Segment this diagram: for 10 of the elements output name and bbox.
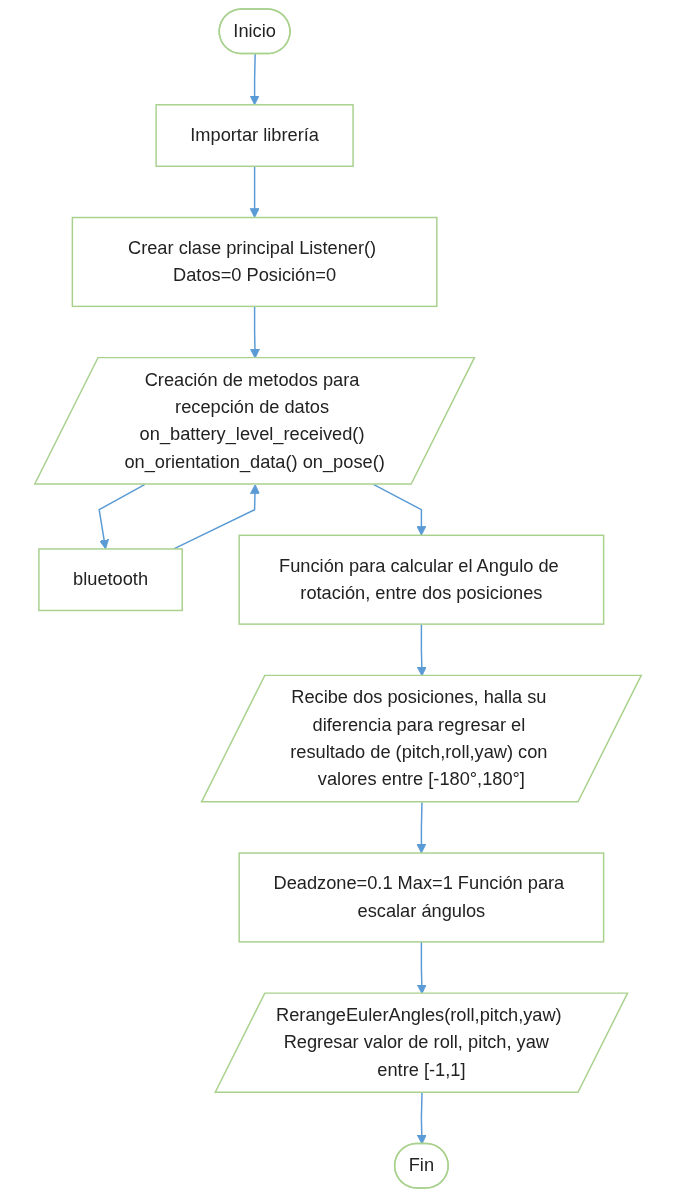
node-box: bluetooth (38, 548, 183, 612)
node-box: Importar librería (155, 104, 354, 167)
node-box: Crear clase principal Listener() Datos=0 Posición=0 (71, 216, 438, 308)
node-box: Función para calcular el Angulo de rotación, entre dos posiciones (238, 534, 605, 625)
arrow (249, 165, 260, 218)
arrow (173, 484, 260, 550)
arrow (416, 801, 427, 854)
arrow (416, 1092, 427, 1145)
node-box: Deadzone=0.1 Max=1 Función para escalar ángulos (238, 852, 605, 943)
arrow (249, 53, 260, 106)
